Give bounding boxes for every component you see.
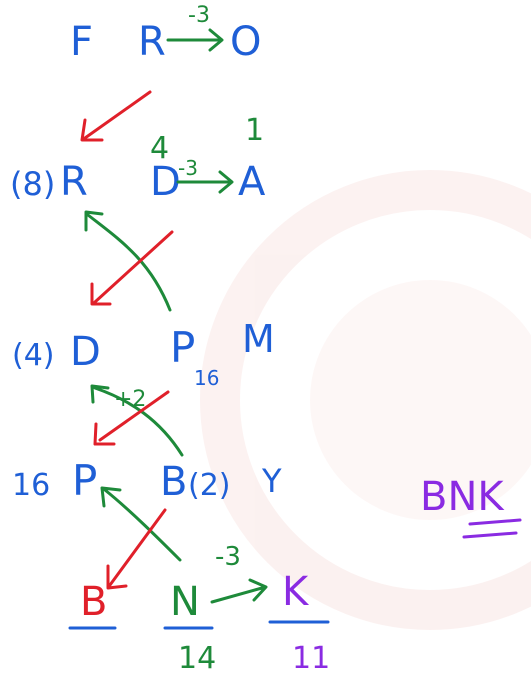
- row2-arrow-label: -3: [178, 156, 198, 180]
- row5-arrow: [210, 578, 268, 604]
- row5-mid-below: 14: [178, 641, 216, 676]
- row4-mid-letter: B: [160, 459, 187, 505]
- row2-mid-letter: D: [150, 159, 181, 205]
- row1-right-letter: O: [230, 19, 261, 65]
- row5-right-letter: K: [282, 569, 310, 615]
- row5-right-below: 11: [292, 641, 330, 676]
- row2-right-top: 1: [245, 113, 264, 148]
- row3-mid-letter: P: [170, 323, 195, 372]
- row3-mid-sub: 16: [194, 366, 219, 390]
- red-arrow-d-to-d: [90, 230, 174, 306]
- row4-left-prefix: 16: [12, 468, 50, 503]
- red-arrow-p-to-b: [106, 508, 167, 590]
- green-arrow-n-to-p: [100, 486, 182, 562]
- answer-underline: [462, 518, 522, 539]
- watermark: [200, 170, 531, 630]
- row1-arrow-label: -3: [188, 3, 210, 28]
- row5-arrow-label: -3: [215, 542, 241, 572]
- row4-left-letter: P: [72, 456, 97, 505]
- row3-left-prefix: (4): [12, 338, 55, 373]
- row2-left-prefix: (8): [10, 165, 55, 203]
- row2-left-letter: R: [60, 159, 88, 205]
- green-arrow-b-to-d: [90, 384, 184, 457]
- red-arrow-r-to-r: [80, 90, 152, 142]
- row2-right-letter: A: [238, 159, 266, 205]
- red-arrow-p-to-p: [93, 390, 170, 446]
- row3-left-letter: D: [70, 329, 101, 375]
- row1-mid-letter: R: [138, 19, 166, 65]
- row2-arrow: [176, 170, 234, 194]
- row1-arrow: [166, 28, 224, 52]
- row4-mid-suffix: (2): [188, 468, 231, 503]
- row3-right-letter: M: [242, 317, 275, 361]
- answer-text: BNK: [420, 474, 505, 520]
- row5-left-letter: B: [80, 579, 107, 625]
- row1-left-letter: F: [70, 19, 93, 65]
- row2-mid-top: 4: [150, 131, 169, 166]
- row5-mid-letter: N: [170, 579, 200, 625]
- row4-right-letter: Y: [261, 462, 282, 500]
- green-arrow-p-to-r: [84, 210, 172, 312]
